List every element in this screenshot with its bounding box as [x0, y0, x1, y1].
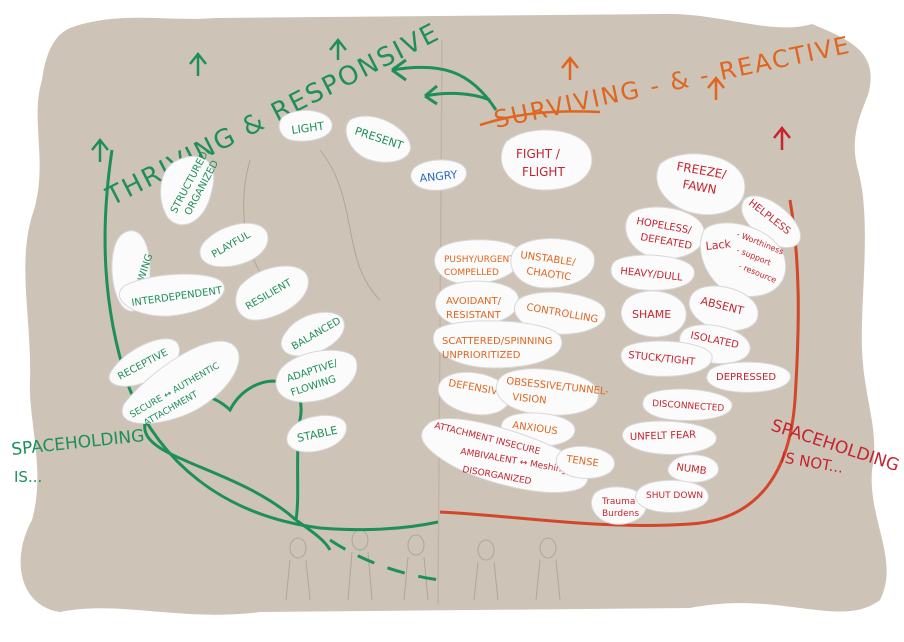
note-shame: SHAME: [620, 290, 687, 338]
note-light: LIGHT: [278, 109, 333, 142]
note-hopeless: HOPELESS/ DEFEATED: [625, 206, 705, 260]
note-angry: ANGRY: [410, 159, 467, 191]
note-scattered: SCATTERED/SPINNING UNPRIORITIZED: [432, 320, 563, 369]
svg-text:AVOIDANT/: AVOIDANT/: [446, 296, 502, 307]
note-stable: STABLE: [286, 414, 347, 453]
svg-text:LIGHT: LIGHT: [291, 119, 326, 136]
note-unfelt: UNFELT FEAR: [621, 420, 717, 455]
note-stuck: STUCK/TIGHT: [620, 340, 713, 377]
thriving-circle: [103, 149, 439, 532]
left-caption-line2: IS...: [14, 468, 42, 486]
note-shutdown: SHUT DOWN: [635, 479, 709, 513]
up-arrows-red: [773, 125, 791, 150]
svg-text:VISION: VISION: [512, 392, 547, 407]
arrow-head-upper: [391, 58, 407, 82]
svg-text:Burdens: Burdens: [602, 509, 639, 519]
svg-text:DEPRESSED: DEPRESSED: [716, 372, 776, 383]
note-fight-flight: FIGHT / FLIGHT: [500, 129, 593, 191]
paper-fold: [437, 39, 443, 606]
svg-text:UNPRIORITIZED: UNPRIORITIZED: [442, 350, 521, 361]
note-resilient: RESILIENT: [235, 265, 309, 321]
note-adaptive: ADAPTIVE/ FLOWING: [275, 349, 358, 403]
note-disconnected: DISCONNECTED: [642, 388, 733, 421]
note-present: PRESENT: [345, 115, 411, 163]
note-avoidant: AVOIDANT/ RESISTANT: [434, 280, 520, 327]
svg-text:SCATTERED/SPINNING: SCATTERED/SPINNING: [442, 336, 553, 347]
note-freeze: FREEZE/ FAWN: [656, 153, 746, 216]
note-unstable: UNSTABLE/ CHAOTIC: [510, 238, 595, 289]
surviving-circle-top: [479, 110, 601, 127]
note-defensive: DEFENSIVE: [437, 371, 511, 416]
svg-text:TENSE: TENSE: [565, 454, 600, 470]
thriving-circle-dashes: [329, 538, 441, 582]
svg-text:SHAME: SHAME: [632, 308, 671, 321]
return-arrow-lower: [424, 91, 491, 102]
note-trauma: Trauma Burdens: [591, 486, 648, 525]
svg-text:NUMB: NUMB: [676, 462, 708, 477]
svg-text:FIGHT /: FIGHT /: [516, 147, 561, 161]
note-tense: TENSE: [555, 446, 615, 479]
svg-text:Trauma: Trauma: [601, 497, 635, 507]
svg-text:COMPELLED: COMPELLED: [444, 268, 499, 278]
up-arrows-orange: [561, 55, 725, 100]
note-heavy: HEAVY/DULL: [610, 254, 695, 291]
svg-text:FAWN: FAWN: [681, 177, 717, 197]
svg-text:FLIGHT: FLIGHT: [522, 165, 565, 179]
svg-text:RESISTANT: RESISTANT: [446, 310, 502, 321]
svg-text:PUSHY/URGENT: PUSHY/URGENT: [444, 255, 515, 265]
svg-text:SHUT DOWN: SHUT DOWN: [646, 491, 703, 501]
svg-text:ANGRY: ANGRY: [419, 168, 458, 185]
note-playful: PLAYFUL: [199, 222, 269, 268]
svg-text:Lack: Lack: [705, 237, 732, 253]
note-numb: NUMB: [667, 454, 719, 483]
arrow-head-lower: [424, 84, 438, 106]
note-absent: ABSENT: [688, 285, 759, 332]
svg-text:UNFELT FEAR: UNFELT FEAR: [630, 430, 697, 443]
note-pushy: PUSHY/URGENT COMPELLED: [434, 239, 522, 285]
note-obsessive: OBSESSIVE/TUNNEL- VISION: [495, 368, 610, 416]
up-arrows-green: [91, 37, 347, 162]
note-depressed: DEPRESSED: [706, 361, 791, 393]
note-interdependent: INTERDEPENDENT: [118, 273, 225, 317]
surviving-circle: [439, 199, 800, 527]
